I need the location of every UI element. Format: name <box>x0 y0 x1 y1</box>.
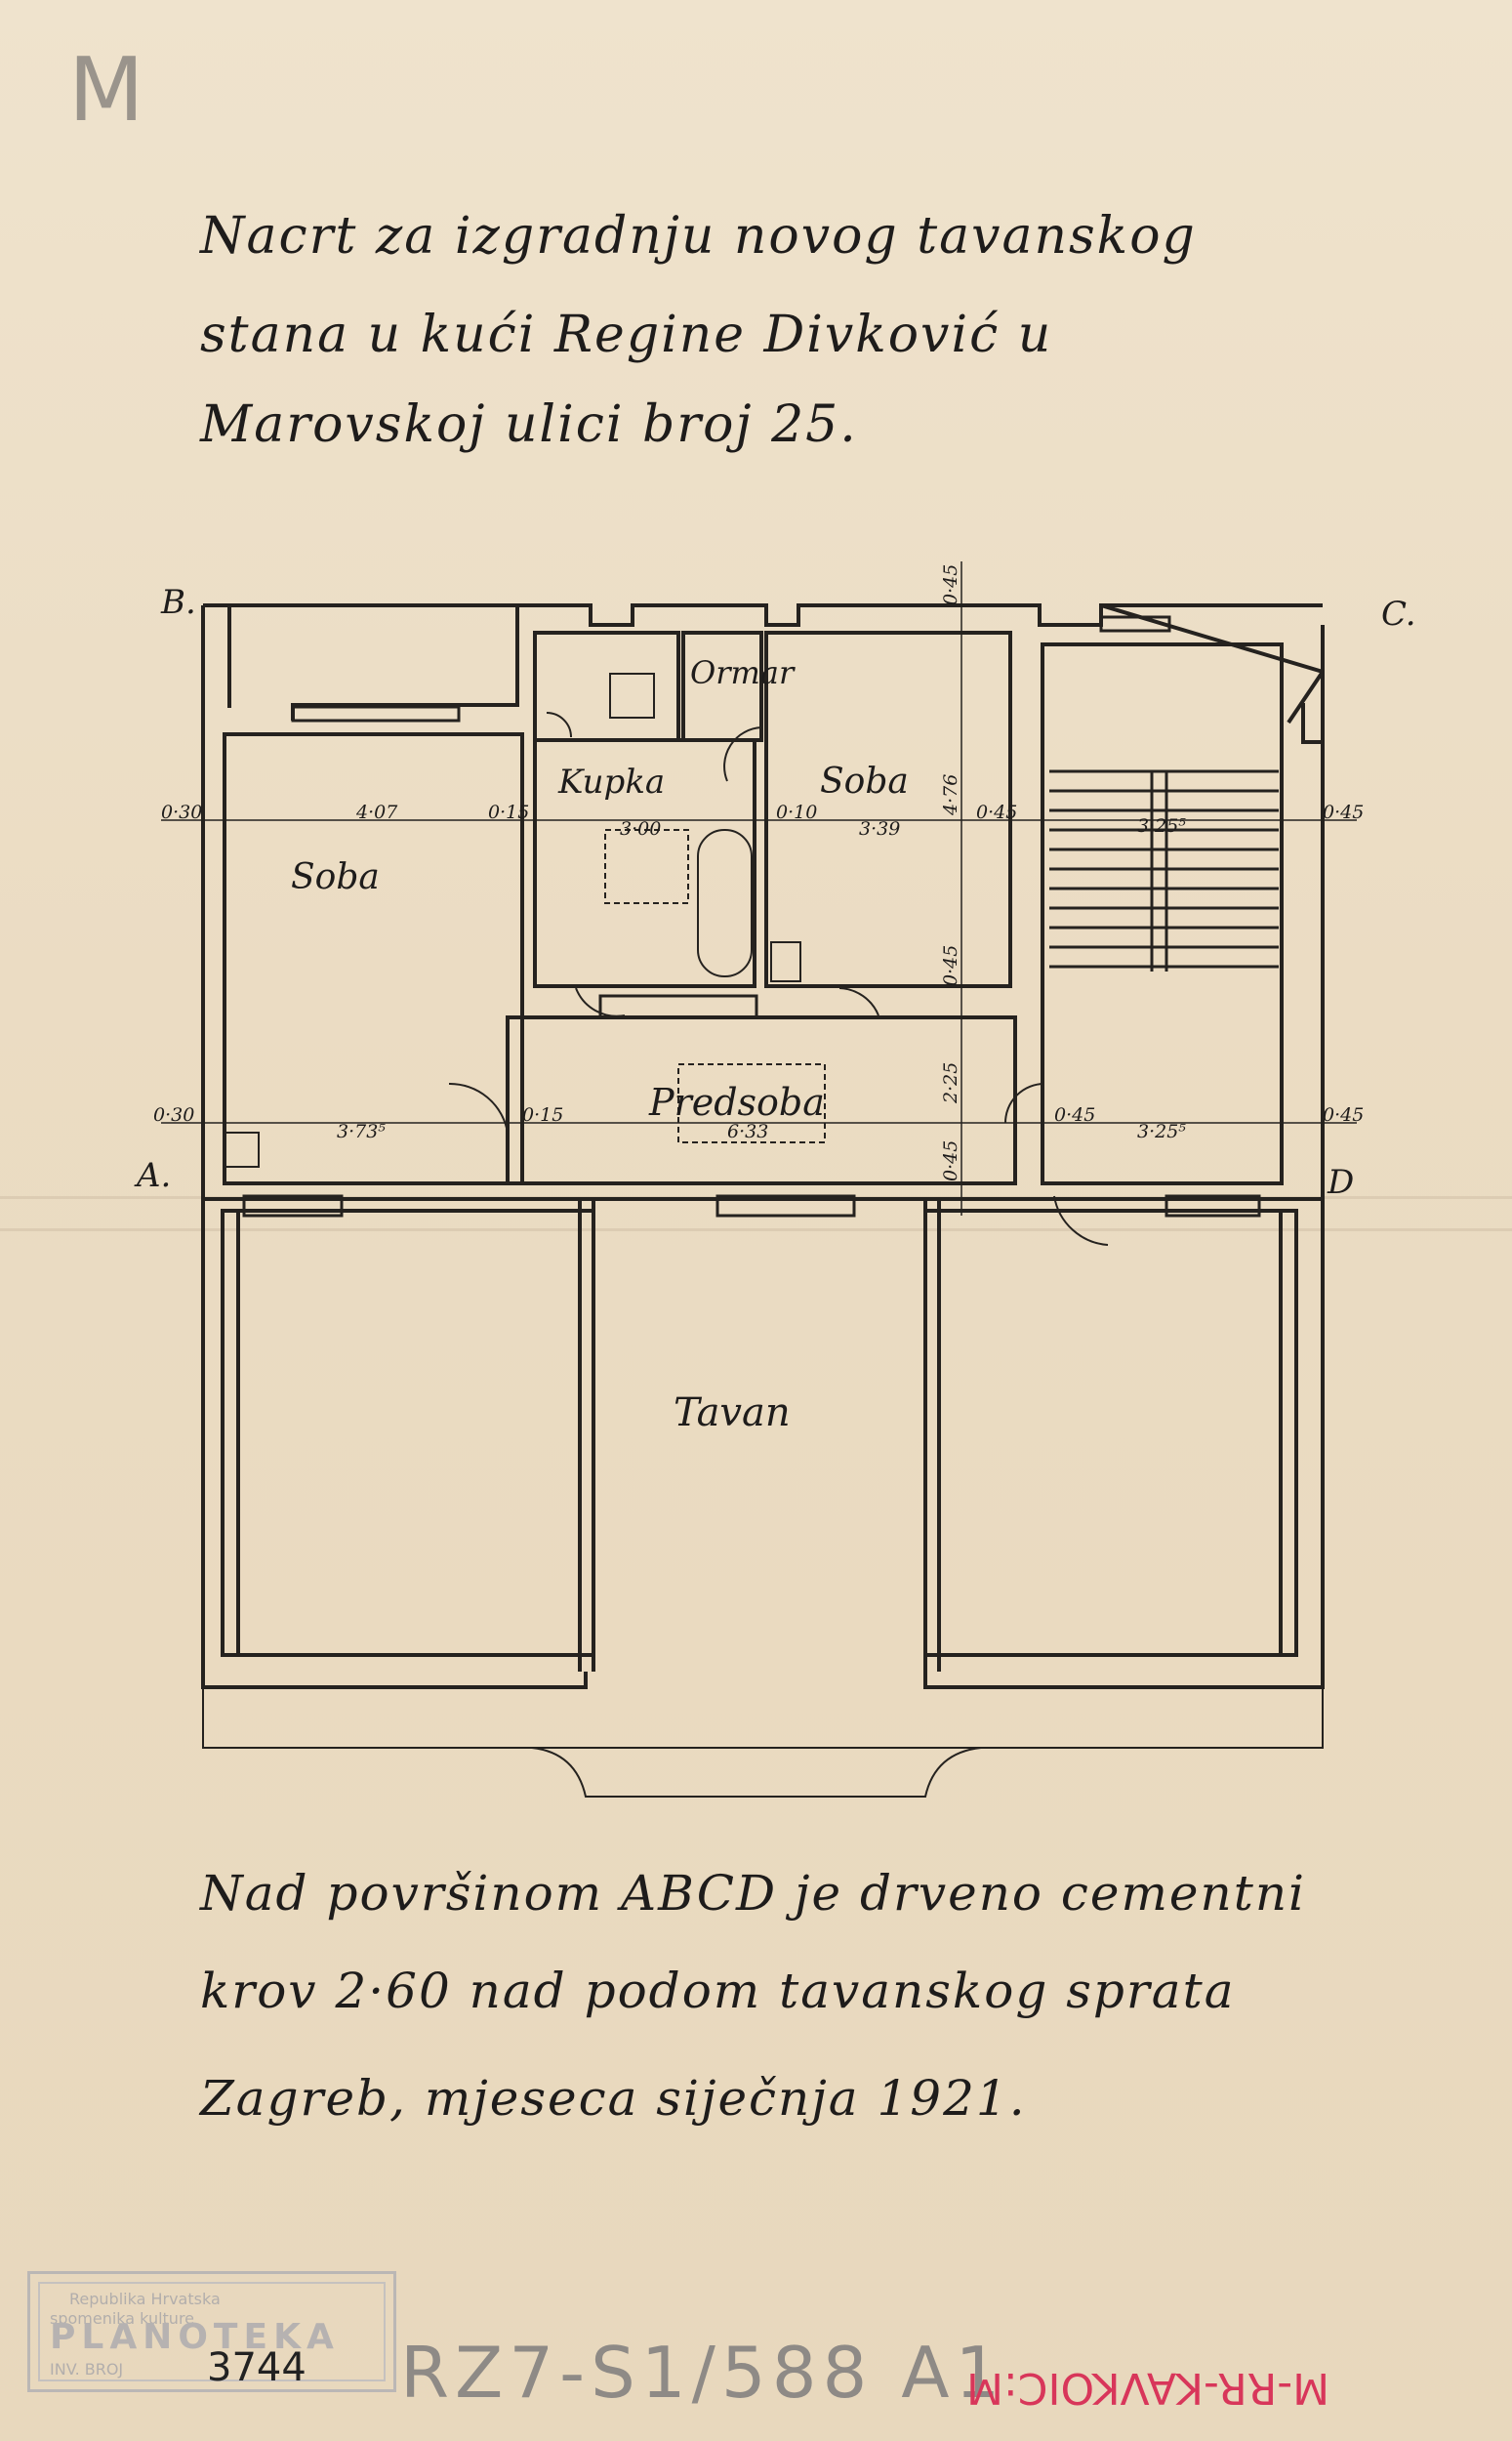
fold-line <box>0 1228 1512 1231</box>
dim-label: 3·73⁵ <box>337 1121 386 1142</box>
dim-label: 3·00 <box>620 818 661 840</box>
note-line-3: Zagreb, mjeseca siječnja 1921. <box>200 2070 1027 2127</box>
stamp-line-2: spomenika kulture <box>50 2309 195 2328</box>
title-line-3: Marovskoj ulici broj 25. <box>200 395 858 454</box>
dim-label: 0·45 <box>1054 1104 1095 1126</box>
red-annotation: M-RR-KAVKOIC:M <box>966 2363 1330 2413</box>
dim-label: 0·45 <box>940 945 961 986</box>
corner-label-a: A. <box>134 1156 171 1195</box>
dim-label: 4·07 <box>355 802 398 823</box>
stamp-inv: INV. BROJ <box>50 2360 124 2379</box>
dim-label: 0·45 <box>976 802 1017 823</box>
dimension-labels: 0·30 4·07 0·15 3·00 0·10 3·39 0·45 3·25⁵… <box>153 564 1364 1181</box>
dim-label: 0·45 <box>1323 802 1364 823</box>
dim-label: 0·10 <box>776 802 817 823</box>
room-label-kupka: Kupka <box>557 763 665 802</box>
corner-label-d: D <box>1327 1163 1354 1202</box>
bathroom-fixtures <box>224 673 826 1168</box>
staircase <box>1049 769 1279 972</box>
dim-label: 3·25⁵ <box>1137 1121 1186 1142</box>
stamp-frame <box>38 2282 386 2381</box>
room-labels: Soba Kupka Ormar Soba Predsoba Tavan <box>291 654 909 1435</box>
window-openings <box>242 615 1261 1218</box>
dim-label: 3·39 <box>859 818 900 840</box>
room-label-soba-left: Soba <box>291 857 380 897</box>
dim-label: 0·30 <box>153 1104 194 1126</box>
corner-label-c: C. <box>1381 595 1416 634</box>
archive-stamp: Republika Hrvatska spomenika kulture PLA… <box>27 2271 396 2392</box>
room-label-tavan: Tavan <box>674 1390 791 1435</box>
dim-label: 0·45 <box>940 1140 961 1181</box>
dim-label: 2·25 <box>940 1062 961 1104</box>
corner-labels: B. C. A. D <box>134 583 1416 1202</box>
archive-reference: RZ7-S1/588 A1 <box>400 2332 1006 2414</box>
inventory-number: 3744 <box>207 2345 306 2390</box>
dim-label: 0·15 <box>522 1104 563 1126</box>
title-line-2: stana u kući Regine Divković u <box>200 306 1053 364</box>
plan-walls <box>201 603 1325 1749</box>
room-label-soba-right: Soba <box>820 762 909 802</box>
dim-label: 0·30 <box>161 802 202 823</box>
note-line-1: Nad površinom ABCD je drveno cementni <box>200 1865 1307 1922</box>
dim-label: 3·25⁵ <box>1137 815 1186 837</box>
bay-outline <box>531 1747 982 1798</box>
dim-label: 6·33 <box>727 1121 768 1142</box>
note-line-2: krov 2·60 nad podom tavanskog sprata <box>200 1963 1236 2019</box>
dim-label: 4·76 <box>940 774 961 816</box>
corner-label-b: B. <box>160 583 196 622</box>
room-label-predsoba: Predsoba <box>648 1081 825 1124</box>
dim-label: 0·45 <box>940 564 961 605</box>
dimension-lines <box>161 561 1357 1216</box>
stamp-line-1: Republika Hrvatska <box>69 2290 221 2308</box>
dim-label: 0·45 <box>1323 1104 1364 1126</box>
stamp-title: PLANOTEKA <box>50 2317 340 2357</box>
room-label-ormar: Ormar <box>690 654 796 691</box>
pencil-corner-mark: M <box>68 39 144 142</box>
title-line-1: Nacrt za izgradnju novog tavanskog <box>200 207 1197 266</box>
dim-label: 0·15 <box>488 802 529 823</box>
